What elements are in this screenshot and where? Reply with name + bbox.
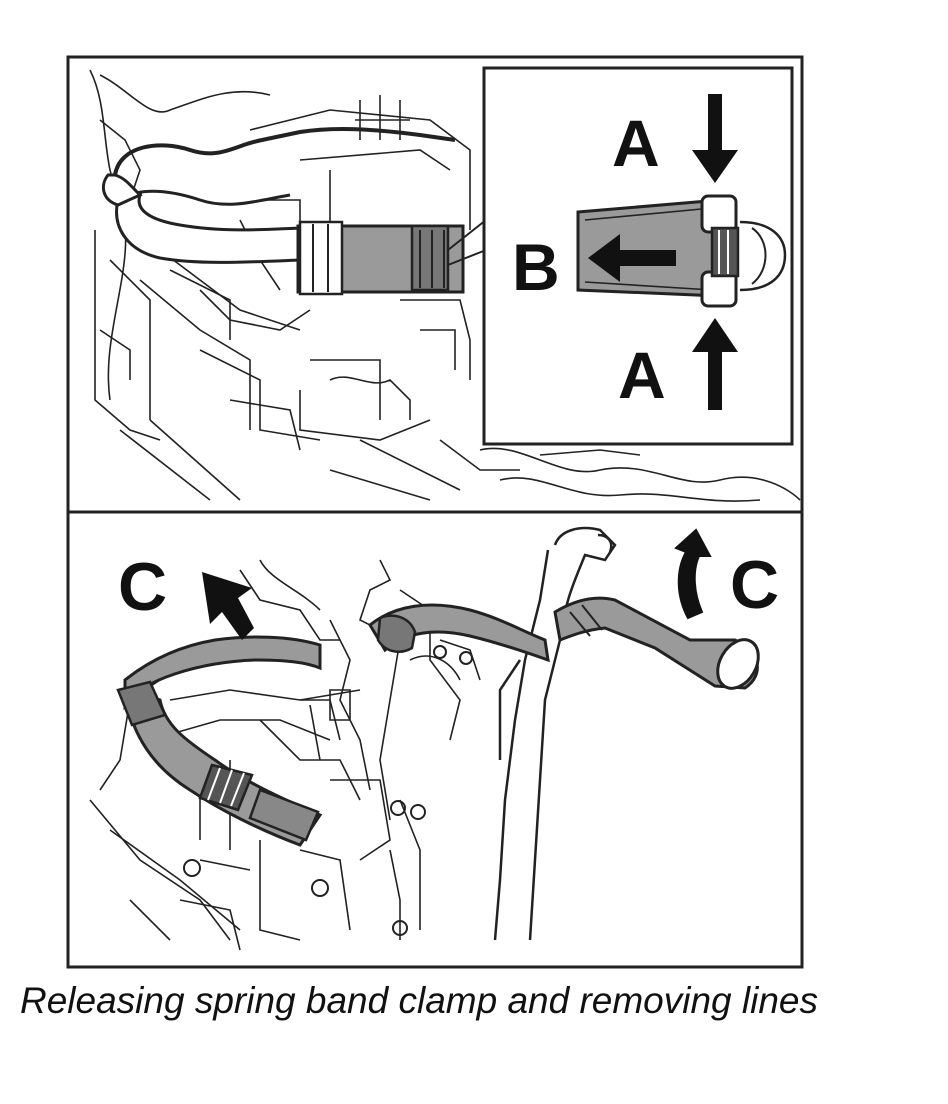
top-panel: A B A [66,55,804,514]
spring-band-clamp-lower [198,763,254,812]
inset-clamp [700,194,740,308]
clamp-detail-inset [482,66,794,446]
hose-right [553,596,760,690]
figure-caption: Releasing spring band clamp and removing… [20,980,819,1021]
hose-upper [101,126,456,264]
bottom-panel: C C [66,510,804,969]
spring-band-clamp-left [298,220,344,296]
label-a-bottom: A [618,338,666,412]
label-a-top: A [612,106,660,180]
arrow-c-right [674,528,712,620]
arrow-b-left [588,234,676,282]
arrow-a-up [692,318,738,410]
hose-upper-bottom-panel [368,603,550,665]
label-b: B [512,230,560,304]
hose-left [116,635,323,847]
arrow-c-left [202,572,254,640]
hose-right-end [716,638,760,690]
arrow-a-down [692,94,738,183]
fastener-marks [183,800,426,936]
engine-bay-drawing [89,69,801,502]
hose-end-clamp-left [116,680,167,727]
label-c-right: C [730,547,779,623]
hose-with-clamp [296,219,487,296]
spring-band-clamp-right [410,224,450,292]
label-c-left: C [118,549,167,625]
